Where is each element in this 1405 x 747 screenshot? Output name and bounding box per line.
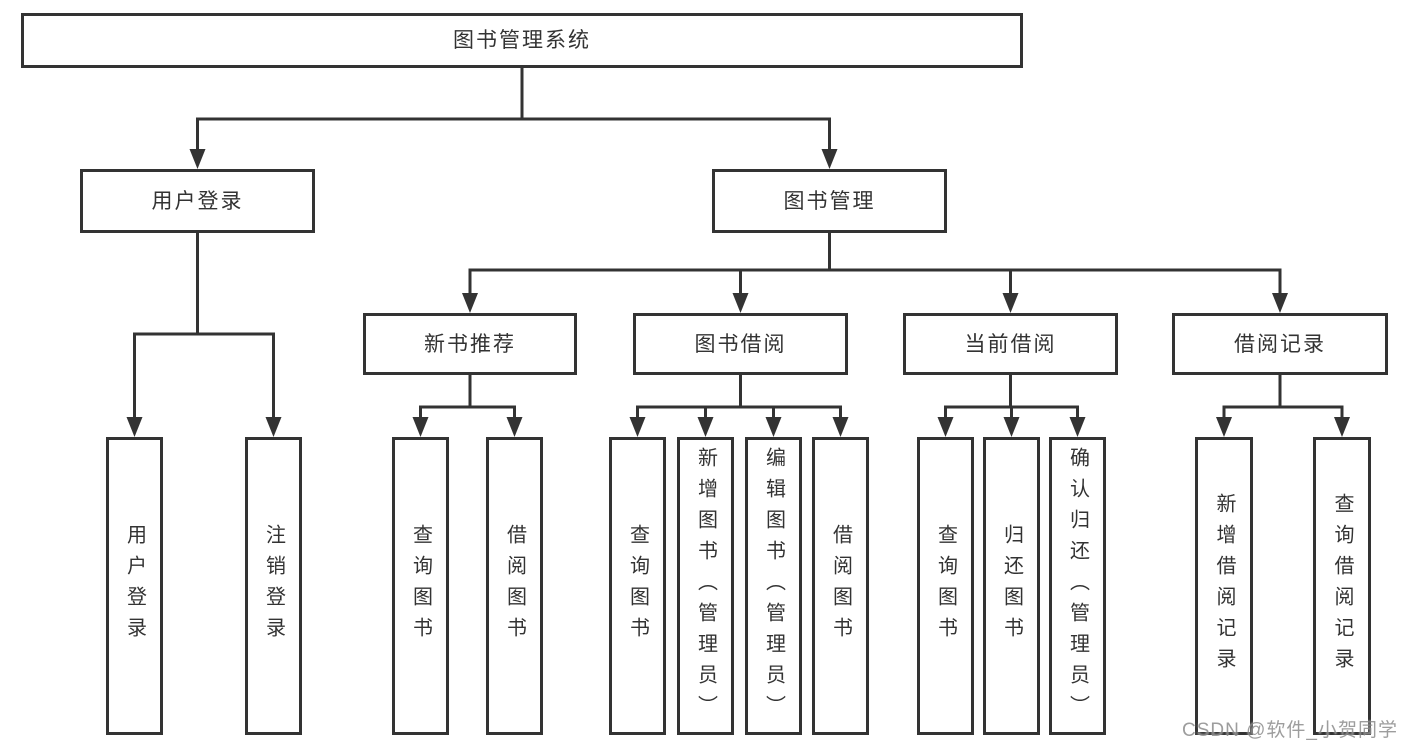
- node-add-borrowing-record: 新增借阅记录: [1195, 437, 1253, 735]
- node-label-add-book-admin: 新增图书（管理员）: [694, 446, 717, 726]
- node-label-book-management-branch: 图书管理: [783, 189, 876, 213]
- node-query-books-current: 查询图书: [917, 437, 974, 735]
- node-label-add-borrowing-record: 新增借阅记录: [1213, 493, 1235, 679]
- node-borrowing-records: 借阅记录: [1172, 313, 1388, 375]
- arrow-down-icon: [462, 293, 478, 313]
- node-logout: 注销登录: [245, 437, 302, 735]
- node-label-query-books-current: 查询图书: [934, 524, 957, 648]
- arrow-down-icon: [697, 417, 714, 437]
- node-query-books-recommend: 查询图书: [392, 437, 449, 735]
- node-label-user-login: 用户登录: [123, 524, 146, 648]
- node-label-return-book: 归还图书: [1000, 524, 1023, 648]
- node-label-confirm-return-admin: 确认归还（管理员）: [1066, 446, 1089, 726]
- node-edit-book-admin: 编辑图书（管理员）: [745, 437, 802, 735]
- arrow-down-icon: [1272, 293, 1288, 313]
- arrow-down-icon: [1002, 293, 1019, 313]
- node-user-login-branch: 用户登录: [80, 169, 315, 233]
- node-confirm-return-admin: 确认归还（管理员）: [1049, 437, 1106, 735]
- node-user-login: 用户登录: [106, 437, 163, 735]
- arrow-down-icon: [265, 417, 282, 437]
- arrow-down-icon: [1334, 417, 1350, 437]
- node-label-logout: 注销登录: [262, 524, 285, 648]
- node-system-root: 图书管理系统: [21, 13, 1023, 68]
- node-label-borrow-book-recommend: 借阅图书: [503, 524, 526, 648]
- arrow-down-icon: [732, 293, 749, 313]
- node-query-borrowing-record: 查询借阅记录: [1313, 437, 1371, 735]
- node-label-user-login-branch: 用户登录: [151, 189, 244, 213]
- node-book-management-branch: 图书管理: [712, 169, 947, 233]
- node-label-query-borrowing-record: 查询借阅记录: [1331, 493, 1353, 679]
- node-label-new-book-recommend: 新书推荐: [424, 332, 516, 356]
- arrow-down-icon: [412, 417, 429, 437]
- arrow-down-icon: [1069, 417, 1086, 437]
- node-query-books-borrowing: 查询图书: [609, 437, 666, 735]
- node-label-borrowing-records: 借阅记录: [1234, 332, 1326, 356]
- node-label-borrow-book-borrowing: 借阅图书: [829, 524, 852, 648]
- arrow-down-icon: [506, 417, 523, 437]
- arrow-down-icon: [629, 417, 646, 437]
- arrow-down-icon: [765, 417, 782, 437]
- node-label-edit-book-admin: 编辑图书（管理员）: [762, 446, 785, 726]
- node-add-book-admin: 新增图书（管理员）: [677, 437, 734, 735]
- node-book-borrowing: 图书借阅: [633, 313, 848, 375]
- arrow-down-icon: [126, 417, 143, 437]
- node-label-system-root: 图书管理系统: [453, 29, 591, 52]
- arrow-down-icon: [1216, 417, 1232, 437]
- arrow-down-icon: [189, 149, 206, 169]
- node-current-borrowing: 当前借阅: [903, 313, 1118, 375]
- arrow-down-icon: [1003, 417, 1020, 437]
- arrow-down-icon: [832, 417, 849, 437]
- node-label-book-borrowing: 图书借阅: [694, 332, 787, 356]
- node-borrow-book-recommend: 借阅图书: [486, 437, 543, 735]
- node-borrow-book-borrowing: 借阅图书: [812, 437, 869, 735]
- node-new-book-recommend: 新书推荐: [363, 313, 577, 375]
- arrow-down-icon: [937, 417, 954, 437]
- node-return-book: 归还图书: [983, 437, 1040, 735]
- node-label-query-books-borrowing: 查询图书: [626, 524, 649, 648]
- csdn-watermark: CSDN @软件_小贺同学: [1182, 720, 1398, 741]
- node-label-query-books-recommend: 查询图书: [409, 524, 432, 648]
- arrow-down-icon: [821, 149, 838, 169]
- node-label-current-borrowing: 当前借阅: [964, 332, 1057, 356]
